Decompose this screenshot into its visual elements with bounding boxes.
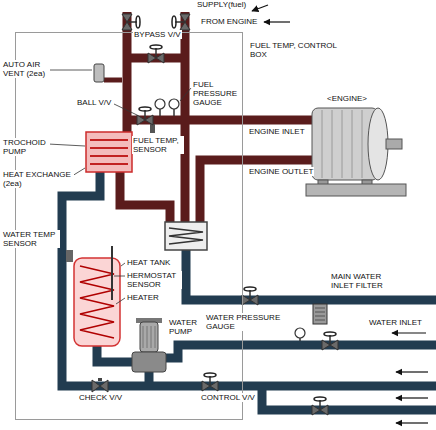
heat-exchanger <box>169 228 203 244</box>
water-pipes <box>62 172 436 410</box>
heat-tank <box>80 266 114 338</box>
part-label: CONTROL V/V <box>200 393 256 402</box>
leader-lines <box>116 298 125 304</box>
valves <box>202 373 218 391</box>
flow-arrows <box>252 5 268 11</box>
water-pipes <box>262 386 436 410</box>
water-pipes <box>145 372 154 386</box>
flow-arrows <box>392 332 426 333</box>
heat-tank <box>74 258 120 346</box>
leader-lines <box>48 144 85 146</box>
part-label: HERMOSTAT SENSOR <box>126 271 182 289</box>
heat-tank <box>111 246 113 300</box>
gauges-sensors <box>66 64 327 341</box>
part-label: WATER PUMP <box>168 318 204 336</box>
gauges-sensors <box>173 109 175 116</box>
valves <box>92 14 338 415</box>
flow-arrows <box>396 371 428 372</box>
gauges-sensors <box>66 250 73 262</box>
gauges-sensors <box>315 308 325 320</box>
water-pump <box>140 322 158 352</box>
part-label: MAIN WATER INLET FILTER <box>330 272 392 290</box>
valves <box>92 378 108 392</box>
part-label: WATER INLET <box>368 318 423 327</box>
box-heading: FUEL TEMP, CONTROL BOX <box>249 41 343 59</box>
fuel-pipes <box>104 78 122 83</box>
gauges-sensors <box>169 99 179 109</box>
valves <box>242 287 258 305</box>
gauges-sensors <box>295 328 305 338</box>
part-label: <ENGINE> <box>326 94 368 103</box>
part-label: ENGINE OUTLET <box>248 167 314 176</box>
heat-exchanger <box>86 132 132 172</box>
part-label: BYPASS V/V <box>133 30 182 39</box>
fuel-pipes <box>120 172 170 222</box>
flow-arrows <box>396 397 428 398</box>
engine <box>306 108 406 196</box>
leader-lines <box>121 263 125 266</box>
fuel-pipes <box>127 116 312 125</box>
leader-lines <box>114 276 125 277</box>
water-pump <box>132 352 166 372</box>
valves <box>137 107 153 125</box>
gauges-sensors <box>94 64 104 82</box>
flow-arrows <box>264 21 290 22</box>
gauges-sensors <box>159 109 161 116</box>
water-pump <box>143 326 155 348</box>
water-pump <box>132 318 166 372</box>
part-label: FROM ENGINE <box>200 17 258 26</box>
leader-lines <box>50 70 92 71</box>
part-label: CHECK V/V <box>78 393 123 402</box>
gauges-sensors <box>313 304 327 324</box>
part-label: TROCHOID PUMP <box>2 138 50 156</box>
part-label: HEAT EXCHANGE (2ea) <box>2 170 74 188</box>
valves <box>172 14 190 30</box>
part-label: HEAT TANK <box>126 258 171 267</box>
part-label: WATER PRESSURE GAUGE <box>205 313 287 331</box>
heat-exchanger <box>90 140 128 164</box>
leader-lines <box>114 104 137 115</box>
heat-exchanger <box>86 132 207 250</box>
part-label: FUEL PRESSURE GAUGE <box>192 80 242 108</box>
engine <box>322 110 362 178</box>
valves <box>322 332 338 350</box>
water-pipes <box>97 346 132 362</box>
valves <box>312 397 328 415</box>
engine <box>306 184 406 196</box>
leader-lines <box>180 88 191 101</box>
part-label: BALL V/V <box>76 98 112 107</box>
water-pipes <box>62 172 436 386</box>
valves <box>148 45 164 63</box>
part-label: WATER TEMP SENSOR <box>2 230 60 248</box>
part-label: HEATER <box>126 293 160 302</box>
gauges-sensors <box>155 99 165 109</box>
part-label: SUPPLY(fuel) <box>196 0 247 9</box>
gauges-sensors <box>150 124 155 133</box>
water-pipes <box>166 345 436 358</box>
engine <box>386 139 402 149</box>
part-label: ENGINE INLET <box>248 127 306 136</box>
engine <box>368 108 388 180</box>
flow-arrows <box>396 422 428 423</box>
part-label: FUEL TEMP, SENSOR <box>132 136 184 154</box>
water-pipes <box>186 250 436 300</box>
heat-exchanger <box>165 222 207 250</box>
valves <box>122 14 140 30</box>
flow-arrows <box>252 5 428 423</box>
part-label: AUTO AIR VENT (2ea) <box>2 60 50 78</box>
heat-tank <box>74 246 120 346</box>
